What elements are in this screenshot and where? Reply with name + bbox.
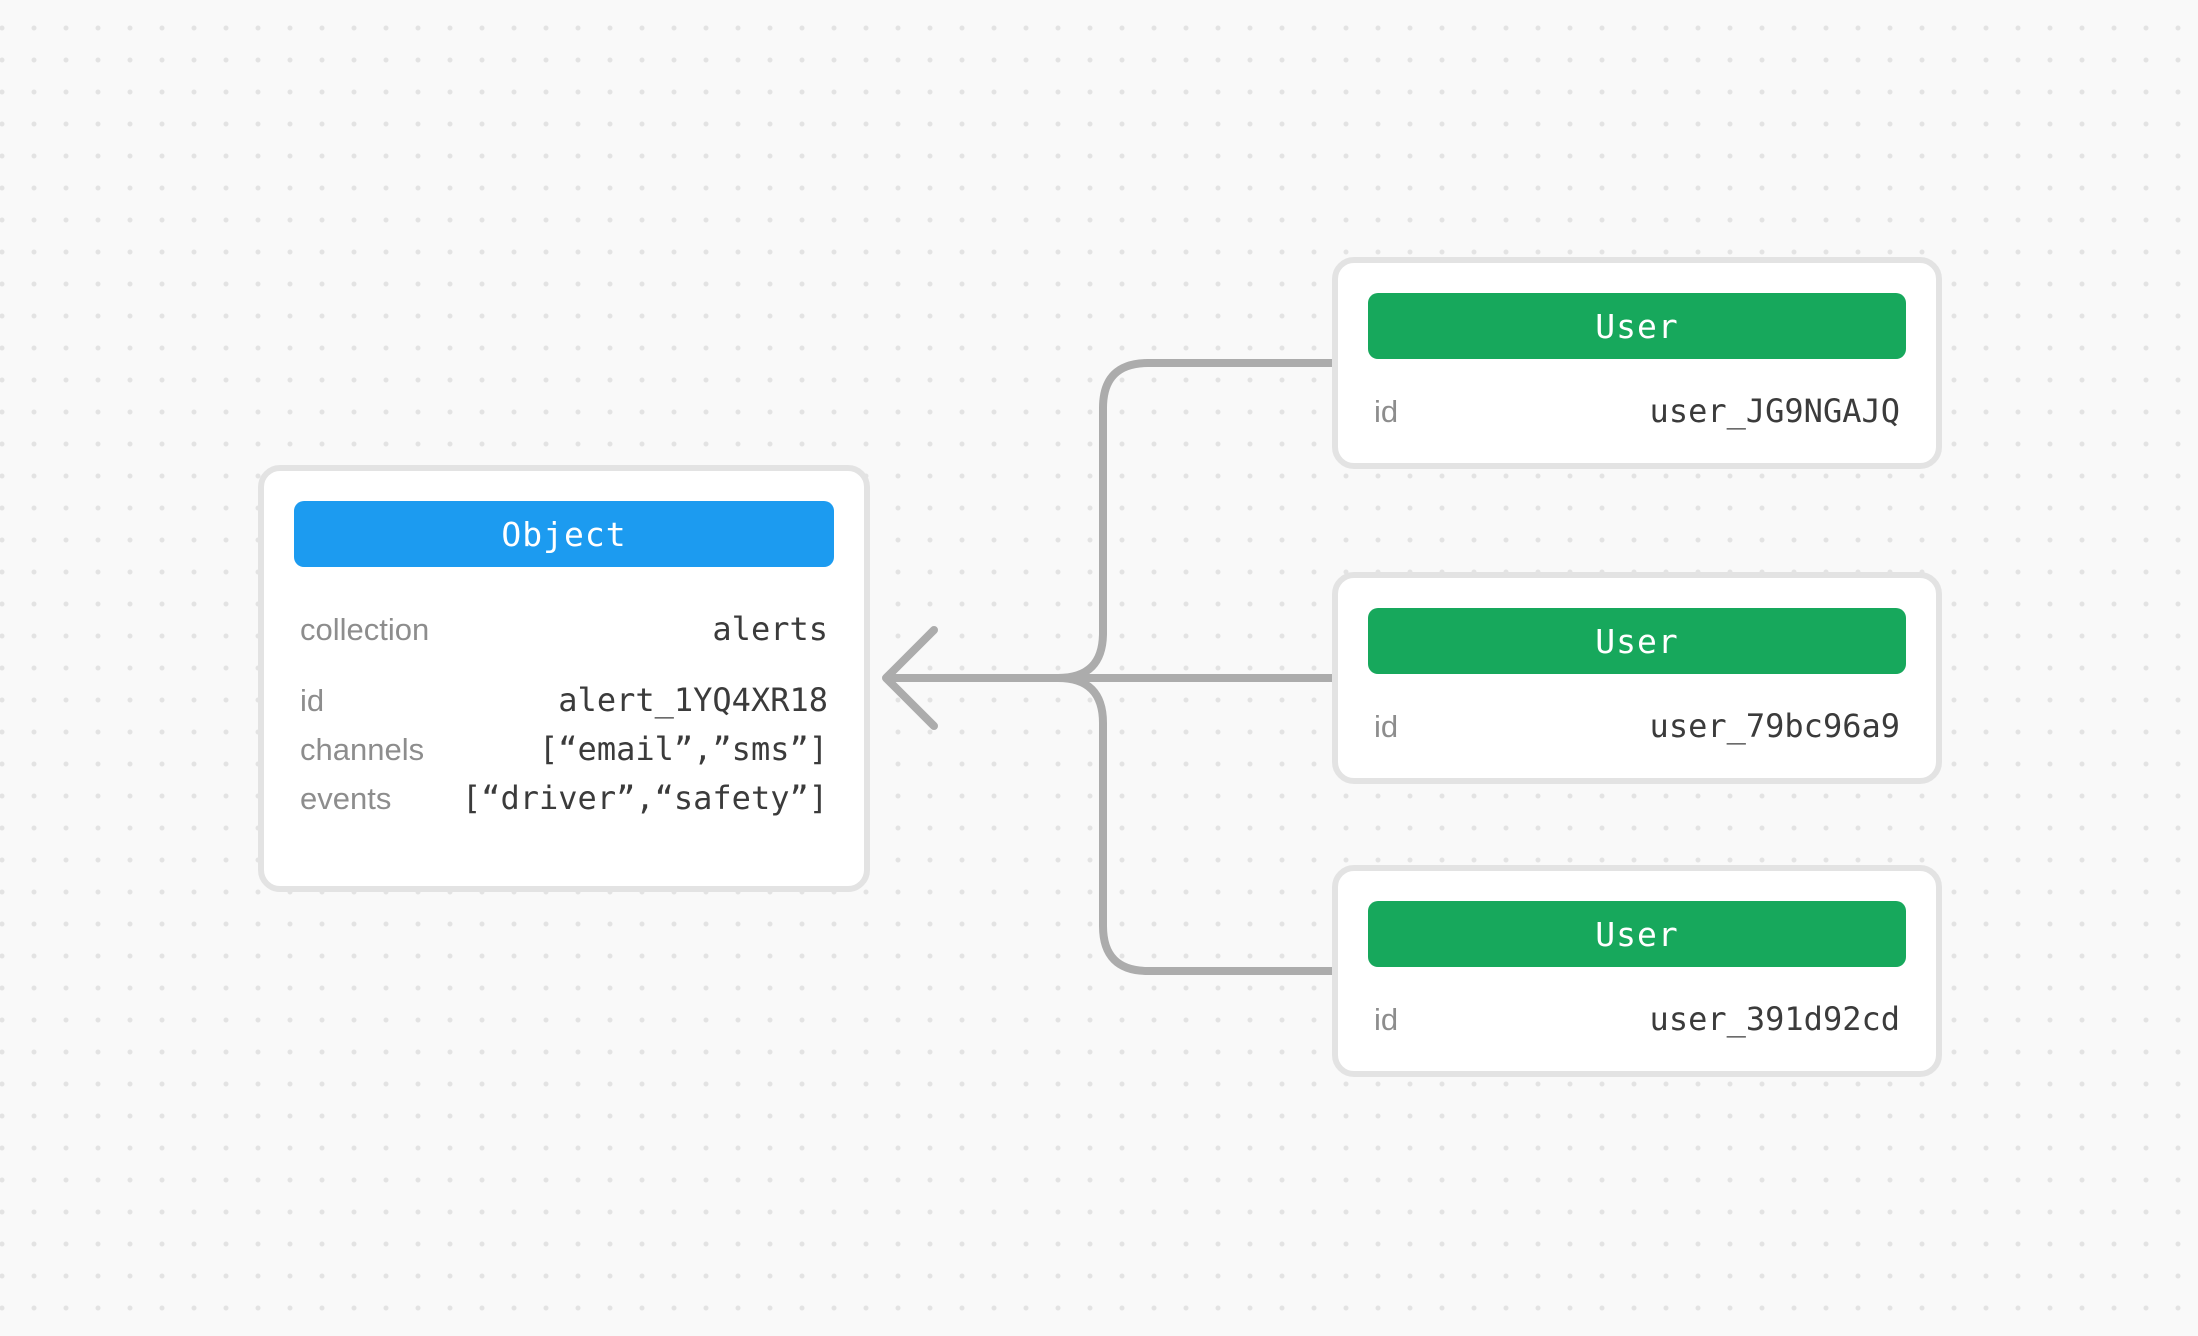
user-node-2-header[interactable]: User: [1368, 608, 1906, 674]
field-row-channels: channels [“email”,”sms”]: [300, 725, 828, 774]
object-node-header[interactable]: Object: [294, 501, 834, 567]
user-node-3-body: id user_391d92cd: [1374, 967, 1900, 1071]
field-value-collection: alerts: [712, 610, 828, 648]
arrowhead-icon: [882, 626, 938, 730]
field-value-user3-id: user_391d92cd: [1649, 999, 1900, 1038]
field-label-user3-id: id: [1374, 1001, 1399, 1037]
field-value-id: alert_1YQ4XR18: [558, 681, 828, 719]
field-row-events: events [“driver”,“safety”]: [300, 774, 828, 823]
field-row-collection: collection alerts: [300, 605, 828, 654]
user-node-2[interactable]: User id user_79bc96a9: [1332, 572, 1942, 784]
field-label-id: id: [300, 683, 325, 718]
field-value-user2-id: user_79bc96a9: [1649, 706, 1900, 745]
field-row-id: id alert_1YQ4XR18: [300, 676, 828, 725]
object-node[interactable]: Object collection alerts id alert_1YQ4XR…: [258, 465, 870, 892]
user-node-2-body: id user_79bc96a9: [1374, 674, 1900, 778]
field-value-channels: [“email”,”sms”]: [539, 730, 828, 768]
edge-user1-to-object: [1036, 359, 1336, 682]
user-node-3-header[interactable]: User: [1368, 901, 1906, 967]
field-label-user1-id: id: [1374, 393, 1399, 429]
field-row-user3-id: id user_391d92cd: [1374, 995, 1900, 1044]
field-label-user2-id: id: [1374, 708, 1399, 744]
field-label-channels: channels: [300, 732, 425, 767]
field-row-user2-id: id user_79bc96a9: [1374, 702, 1900, 751]
field-row-user1-id: id user_JG9NGAJQ: [1374, 387, 1900, 436]
user-node-3[interactable]: User id user_391d92cd: [1332, 865, 1942, 1077]
field-value-user1-id: user_JG9NGAJQ: [1649, 391, 1900, 430]
user-node-1[interactable]: User id user_JG9NGAJQ: [1332, 257, 1942, 469]
edge-user3-to-object: [1036, 674, 1336, 975]
user-node-1-header[interactable]: User: [1368, 293, 1906, 359]
field-label-events: events: [300, 781, 392, 816]
user-node-1-body: id user_JG9NGAJQ: [1374, 359, 1900, 463]
field-label-collection: collection: [300, 612, 430, 647]
object-node-body: collection alerts id alert_1YQ4XR18 chan…: [300, 605, 828, 823]
field-value-events: [“driver”,“safety”]: [461, 779, 828, 817]
